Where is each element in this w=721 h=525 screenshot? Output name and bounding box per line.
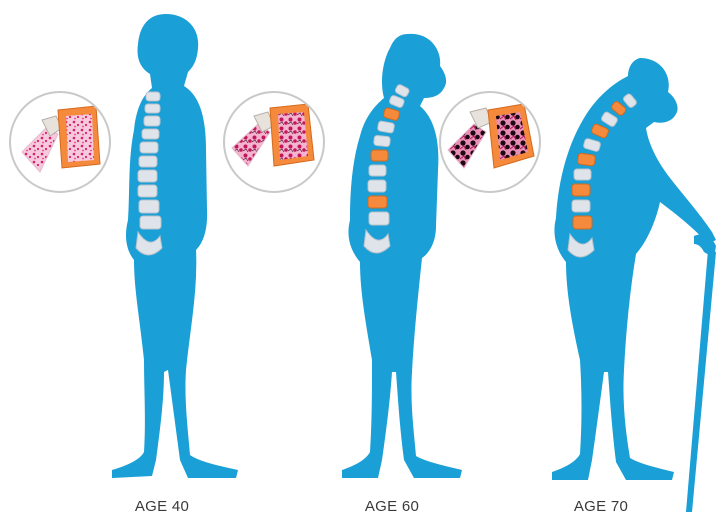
vertebra (574, 169, 591, 180)
vertebra (140, 142, 158, 153)
age-label-70: AGE 70 (541, 498, 661, 515)
vertebra (368, 180, 386, 192)
vertebra (144, 116, 160, 126)
hunched-person-silhouette (552, 58, 716, 480)
degenerated-vertebra (577, 153, 595, 166)
vertebra (369, 165, 386, 176)
figure-age-70 (552, 58, 716, 512)
vertebra (146, 92, 160, 101)
vertebra (369, 212, 389, 225)
figure-age-40 (112, 14, 238, 478)
vertebra-cross-section-icon (440, 92, 540, 192)
age-label-40: AGE 40 (102, 498, 222, 515)
vertebra (139, 156, 157, 167)
vertebra (138, 170, 157, 182)
cane (686, 234, 716, 512)
degenerated-vertebra (371, 150, 388, 161)
vertebra (374, 135, 391, 147)
upright-person-silhouette (112, 14, 238, 478)
vertebra (572, 200, 590, 212)
vertebra (138, 185, 157, 197)
degenerated-vertebra (368, 196, 387, 208)
vertebra (377, 121, 394, 134)
vertebra (139, 200, 159, 213)
vertebra (140, 216, 161, 229)
vertebra (145, 104, 160, 113)
degenerated-vertebra (572, 184, 590, 196)
figure-age-60 (342, 34, 462, 478)
vertebra-cross-section-icon (224, 92, 324, 192)
vertebra (142, 129, 159, 139)
degenerated-vertebra (573, 216, 592, 229)
age-label-60: AGE 60 (332, 498, 452, 515)
vertebra-cross-section-icon (10, 92, 110, 192)
